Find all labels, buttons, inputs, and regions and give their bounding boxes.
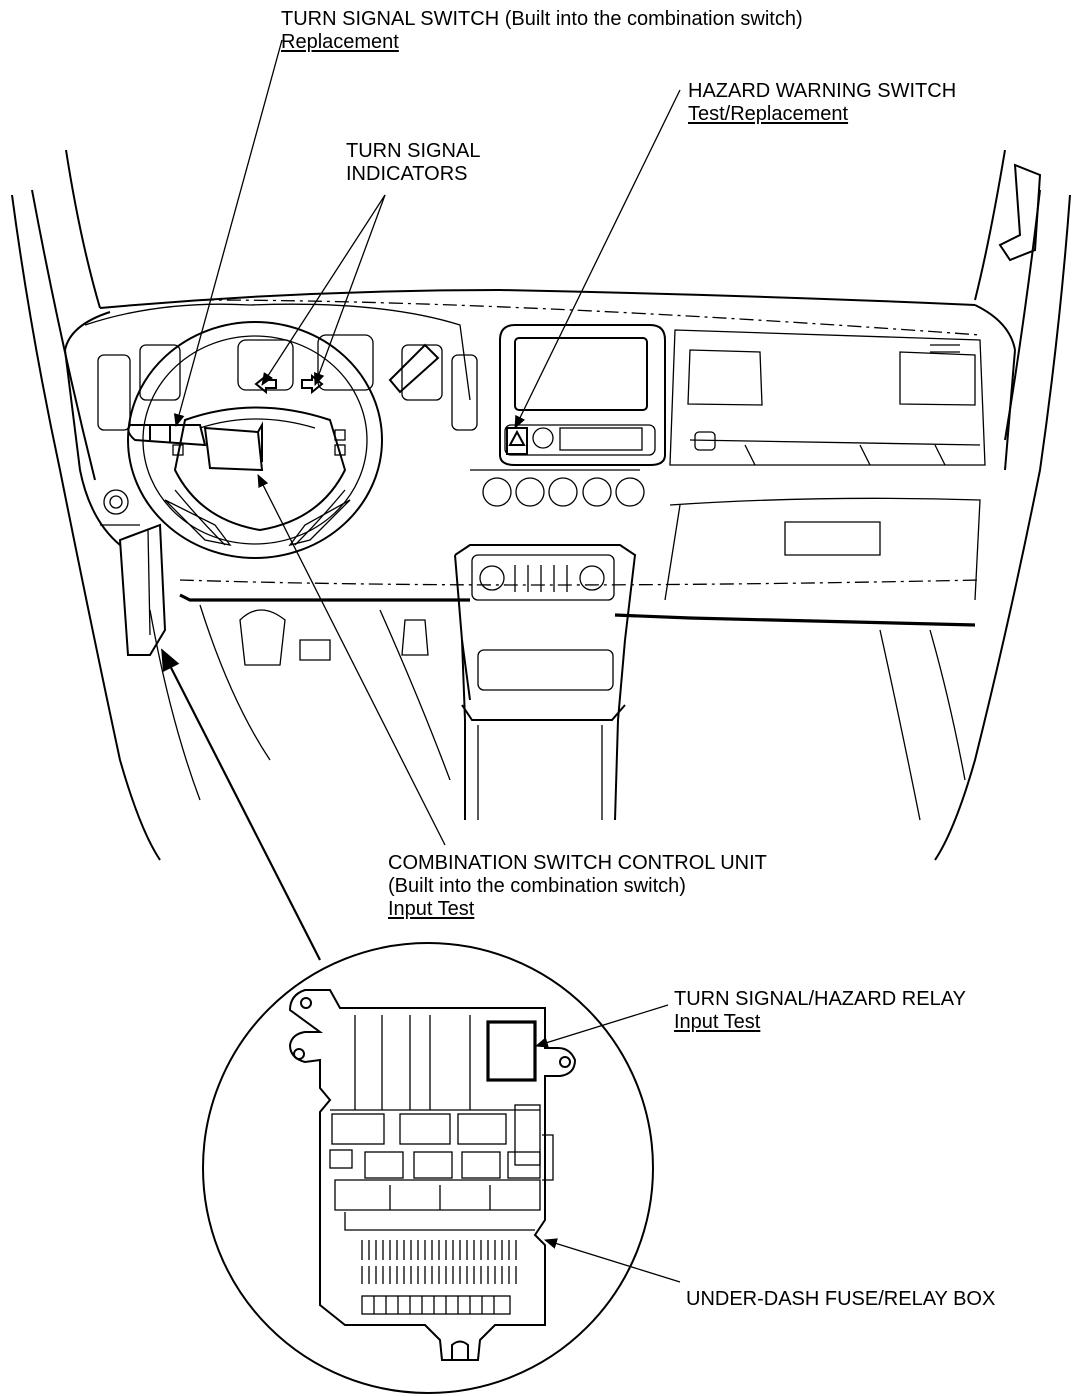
- fuse-relay-box-detail: [288, 989, 577, 1361]
- right-a-pillar: [934, 149, 1071, 861]
- turn-signal-indicators-label: TURN SIGNAL INDICATORS: [346, 140, 480, 186]
- combination-switch: [127, 343, 440, 472]
- hazard-warning-switch-test-link[interactable]: Test/Replacement: [688, 103, 849, 125]
- combination-switch-control-unit-label: COMBINATION SWITCH CONTROL UNIT (Built i…: [388, 852, 767, 921]
- turn-signal-switch-replacement-link[interactable]: Replacement: [281, 31, 399, 53]
- center-console: [454, 544, 637, 821]
- leader-lines: [161, 39, 681, 1283]
- center-stack: [470, 324, 666, 507]
- instrument-cluster: [97, 334, 478, 526]
- turn-signal-indicators-line1: TURN SIGNAL: [346, 140, 481, 162]
- turn-signal-hazard-relay-title: TURN SIGNAL/HAZARD RELAY: [674, 988, 966, 1010]
- steering-wheel: [127, 321, 383, 559]
- turn-signal-hazard-relay-input-test-link[interactable]: Input Test: [674, 1011, 761, 1033]
- left-a-pillar: [11, 149, 161, 861]
- dashboard: [64, 288, 1016, 627]
- turn-signal-indicators-line2: INDICATORS: [346, 163, 468, 185]
- combination-switch-control-unit-title: COMBINATION SWITCH CONTROL UNIT: [388, 852, 767, 874]
- fuse-pin-rows: [361, 1240, 517, 1315]
- pedals-floor: [149, 604, 966, 821]
- hazard-warning-switch-title: HAZARD WARNING SWITCH: [688, 80, 957, 102]
- turn-signal-switch-label: TURN SIGNAL SWITCH (Built into the combi…: [281, 8, 803, 54]
- under-dash-fuse-relay-box-title: UNDER-DASH FUSE/RELAY BOX: [686, 1288, 996, 1310]
- turn-signal-switch-title: TURN SIGNAL SWITCH (Built into the combi…: [281, 8, 803, 30]
- magnified-view-circle: [202, 942, 654, 1394]
- fuse-box-small: [118, 523, 167, 656]
- hazard-warning-switch-label: HAZARD WARNING SWITCH Test/Replacement: [688, 80, 956, 126]
- combination-switch-control-unit-subtitle: (Built into the combination switch): [388, 875, 686, 897]
- combination-switch-input-test-link[interactable]: Input Test: [388, 898, 475, 920]
- under-dash-fuse-relay-box-label: UNDER-DASH FUSE/RELAY BOX: [686, 1288, 995, 1311]
- turn-signal-hazard-relay-label: TURN SIGNAL/HAZARD RELAY Input Test: [674, 988, 966, 1034]
